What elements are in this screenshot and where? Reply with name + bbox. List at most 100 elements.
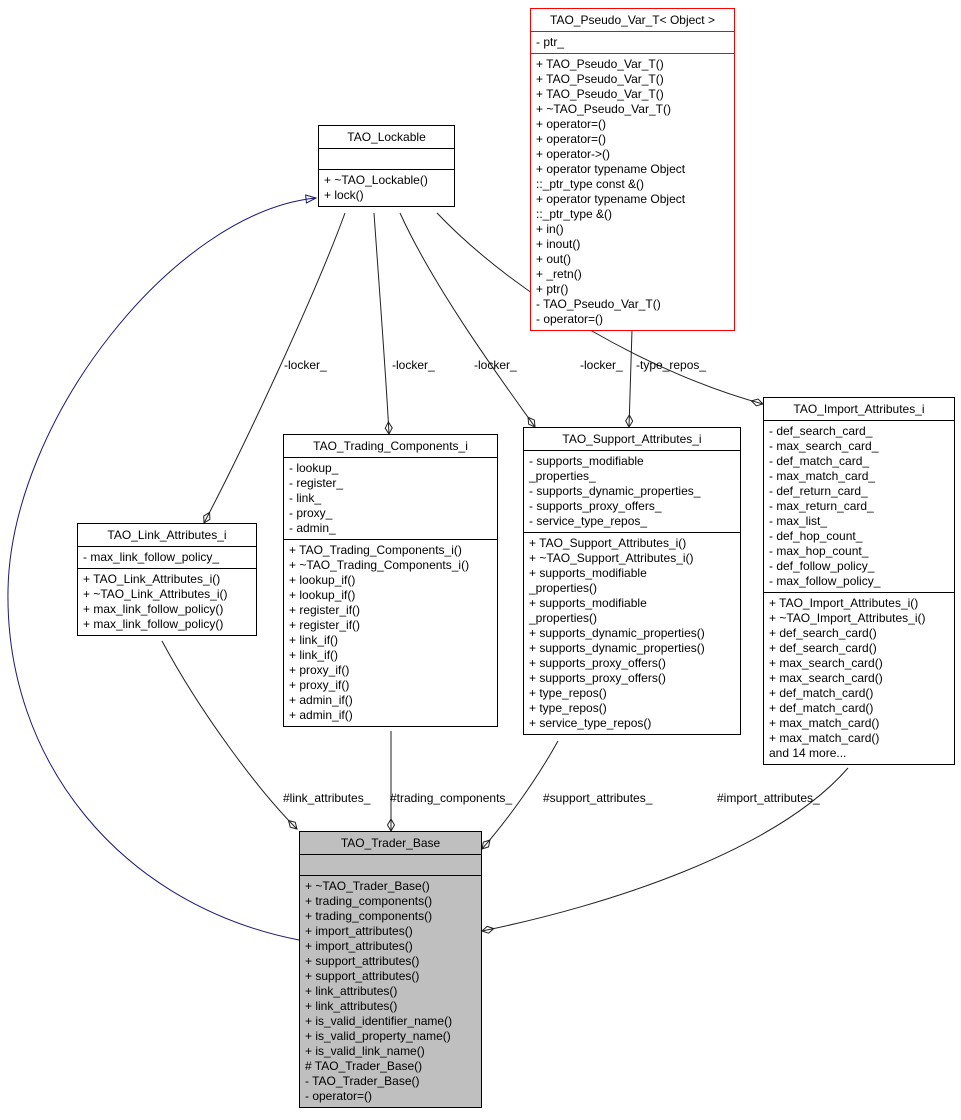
edge-lockable-to-link-attributes — [203, 212, 346, 524]
class-attributes: - ptr_ — [531, 31, 734, 53]
member-line: + supports_modifiable _properties() — [529, 566, 647, 595]
class-attributes: - def_search_card_- max_search_card_- de… — [764, 420, 954, 592]
member-line: - def_return_card_ — [769, 484, 868, 498]
class-methods: + TAO_Import_Attributes_i()+ ~TAO_Import… — [764, 592, 954, 764]
member-line: + out() — [536, 252, 572, 266]
member-line: + max_match_card() — [769, 716, 880, 730]
class-box-tao-pseudo-var-t[interactable]: TAO_Pseudo_Var_T< Object > - ptr_ + TAO_… — [530, 8, 735, 331]
member-line: + TAO_Trading_Components_i() — [289, 543, 462, 557]
member-line: + ~TAO_Trader_Base() — [305, 879, 430, 893]
edge-label-locker: -locker_ — [580, 358, 623, 372]
member-line: + lookup_if() — [289, 588, 356, 602]
member-line: - ptr_ — [536, 35, 565, 49]
class-methods: + TAO_Support_Attributes_i()+ ~TAO_Suppo… — [524, 532, 740, 734]
member-line: + is_valid_link_name() — [305, 1044, 425, 1058]
member-line: + TAO_Pseudo_Var_T() — [536, 57, 664, 71]
edge-trader-base-inherits-lockable — [7, 198, 316, 941]
member-line: - admin_ — [289, 521, 336, 535]
edge-label-support-attributes: #support_attributes_ — [543, 791, 653, 805]
member-line: + type_repos() — [529, 686, 607, 700]
class-title: TAO_Lockable — [347, 130, 426, 144]
edge-lockable-to-support-attributes — [399, 212, 536, 428]
member-line: + supports_proxy_offers() — [529, 671, 666, 685]
member-line: + register_if() — [289, 618, 361, 632]
member-line: + operator->() — [536, 147, 611, 161]
class-box-tao-support-attributes-i[interactable]: TAO_Support_Attributes_i - supports_modi… — [523, 427, 741, 735]
member-line: + supports_dynamic_properties() — [529, 641, 705, 655]
member-line: + max_search_card() — [769, 671, 883, 685]
member-line: + link_if() — [289, 633, 339, 647]
member-line: + def_match_card() — [769, 686, 874, 700]
class-box-tao-import-attributes-i[interactable]: TAO_Import_Attributes_i - def_search_car… — [763, 397, 955, 765]
member-line: + is_valid_identifier_name() — [305, 1014, 453, 1028]
member-line: + operator typename Object ::_ptr_type &… — [536, 192, 686, 221]
member-line: + proxy_if() — [289, 663, 350, 677]
member-line: + supports_dynamic_properties() — [529, 626, 705, 640]
edge-label-import-attributes: #import_attributes_ — [717, 791, 820, 805]
member-line: + _retn() — [536, 267, 582, 281]
member-line: + trading_components() — [305, 909, 433, 923]
edge-pseudo-var-to-support-attributes — [625, 329, 634, 428]
member-line: + ~TAO_Link_Attributes_i() — [83, 587, 228, 601]
member-line: + link_attributes() — [305, 984, 398, 998]
member-line: + TAO_Import_Attributes_i() — [769, 596, 919, 610]
member-line: + TAO_Support_Attributes_i() — [529, 536, 687, 550]
member-line: + max_search_card() — [769, 656, 883, 670]
member-line: + supports_modifiable _properties() — [529, 596, 647, 625]
member-line: - max_link_follow_policy_ — [83, 550, 220, 564]
member-line: + trading_components() — [305, 894, 433, 908]
class-attributes — [319, 148, 454, 169]
member-line: + def_match_card() — [769, 701, 874, 715]
member-line: + TAO_Pseudo_Var_T() — [536, 72, 664, 86]
edge-import-attributes-to-trader-base — [481, 767, 849, 934]
member-line: - proxy_ — [289, 506, 333, 520]
class-methods: + TAO_Pseudo_Var_T()+ TAO_Pseudo_Var_T()… — [531, 53, 734, 330]
member-line: - max_follow_policy_ — [769, 574, 881, 588]
edge-label-locker: -locker_ — [392, 358, 435, 372]
member-line: + admin_if() — [289, 708, 353, 722]
member-line: + ~TAO_Trading_Components_i() — [289, 558, 470, 572]
class-box-tao-trader-base[interactable]: TAO_Trader_Base + ~TAO_Trader_Base()+ tr… — [299, 831, 482, 1108]
member-line: + in() — [536, 222, 564, 236]
class-methods: + TAO_Trading_Components_i()+ ~TAO_Tradi… — [284, 539, 497, 726]
class-title: TAO_Link_Attributes_i — [107, 528, 227, 542]
member-line: - max_match_card_ — [769, 469, 876, 483]
member-line: - TAO_Pseudo_Var_T() — [536, 297, 661, 311]
class-box-tao-link-attributes-i[interactable]: TAO_Link_Attributes_i - max_link_follow_… — [77, 523, 257, 636]
member-line: + lock() — [324, 188, 364, 202]
member-line: + import_attributes() — [305, 939, 413, 953]
member-line: + operator typename Object ::_ptr_type c… — [536, 162, 686, 191]
member-line: + def_search_card() — [769, 626, 877, 640]
member-line: - supports_modifiable _properties_ — [529, 454, 644, 483]
member-line: - operator=() — [536, 312, 604, 326]
member-line: and 14 more... — [769, 746, 847, 760]
member-line: + operator=() — [536, 117, 607, 131]
class-title: TAO_Support_Attributes_i — [562, 432, 702, 446]
member-line: - lookup_ — [289, 461, 339, 475]
edge-label-link-attributes: #link_attributes_ — [283, 791, 371, 805]
member-line: + link_attributes() — [305, 999, 398, 1013]
class-box-tao-lockable[interactable]: TAO_Lockable + ~TAO_Lockable()+ lock() — [318, 125, 455, 207]
class-attributes: - supports_modifiable _properties_ - supp… — [524, 450, 740, 532]
member-line: - supports_proxy_offers_ — [529, 499, 662, 513]
class-box-tao-trading-components-i[interactable]: TAO_Trading_Components_i - lookup_- regi… — [283, 434, 498, 727]
member-line: - max_search_card_ — [769, 439, 879, 453]
member-line: - link_ — [289, 491, 322, 505]
member-line: + TAO_Link_Attributes_i() — [83, 572, 221, 586]
member-line: - max_list_ — [769, 514, 828, 528]
member-line: + register_if() — [289, 603, 361, 617]
class-attributes: - lookup_- register_- link_- proxy_- adm… — [284, 457, 497, 539]
member-line: - max_hop_count_ — [769, 544, 869, 558]
member-line: + admin_if() — [289, 693, 353, 707]
member-line: - max_return_card_ — [769, 499, 874, 513]
member-line: - def_follow_policy_ — [769, 559, 875, 573]
member-line: + lookup_if() — [289, 573, 356, 587]
member-line: - def_match_card_ — [769, 454, 870, 468]
member-line: - def_hop_count_ — [769, 529, 863, 543]
member-line: + max_link_follow_policy() — [83, 602, 224, 616]
edge-link-attributes-to-trader-base — [161, 640, 298, 830]
member-line: + type_repos() — [529, 701, 607, 715]
member-line: + max_link_follow_policy() — [83, 617, 224, 631]
